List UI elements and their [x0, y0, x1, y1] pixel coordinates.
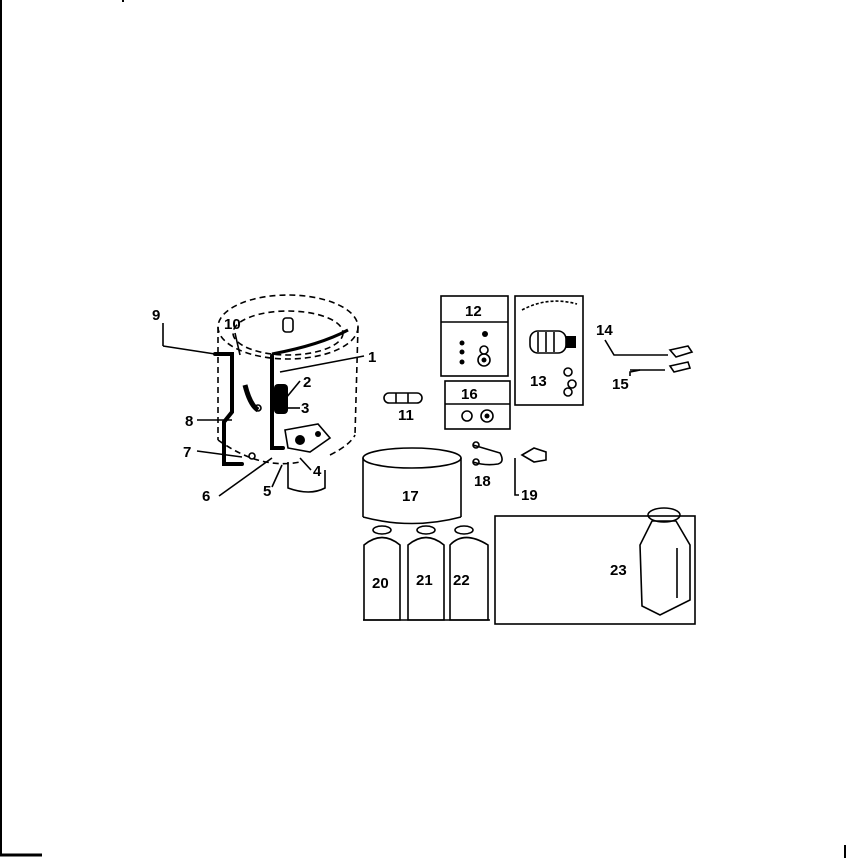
callout-15: 15: [612, 376, 629, 393]
parts-14-15: 14 15: [596, 322, 694, 393]
callout-5: 5: [263, 483, 271, 500]
callout-12: 12: [465, 303, 482, 320]
callout-13: 13: [530, 373, 547, 390]
callout-4: 4: [313, 463, 322, 480]
bottle-20: 20: [363, 525, 401, 621]
callout-3: 3: [301, 400, 309, 417]
part-12-kit: 12: [440, 295, 509, 377]
callout-8: 8: [185, 413, 193, 430]
callout-10: 10: [224, 316, 241, 333]
callout-18: 18: [474, 473, 491, 490]
callout-6: 6: [202, 488, 210, 505]
callout-14: 14: [596, 322, 613, 339]
tank-callouts: 9 10 1 2 3 8 7 4 5 6: [152, 307, 376, 505]
tank-assembly: [162, 294, 365, 497]
bottle-21: 21: [407, 525, 445, 621]
part-23: 23: [494, 507, 696, 625]
callout-1: 1: [368, 349, 376, 366]
callout-2: 2: [303, 374, 311, 391]
callout-16: 16: [461, 386, 478, 403]
callout-7: 7: [183, 444, 191, 461]
part-16-kit: 16: [444, 380, 511, 430]
callout-9: 9: [152, 307, 160, 324]
callout-20: 20: [372, 575, 389, 592]
bottle-22: 22: [449, 525, 489, 621]
callout-22: 22: [453, 572, 470, 589]
callout-17: 17: [402, 488, 419, 505]
part-11: 11: [383, 392, 423, 424]
parts-18-19: 18 19: [472, 441, 547, 504]
callout-21: 21: [416, 572, 433, 589]
callout-11: 11: [398, 407, 414, 424]
callout-19: 19: [521, 487, 538, 504]
part-13-kit: 13: [514, 295, 584, 406]
part-17: 17: [362, 447, 462, 525]
callout-23: 23: [610, 562, 627, 579]
